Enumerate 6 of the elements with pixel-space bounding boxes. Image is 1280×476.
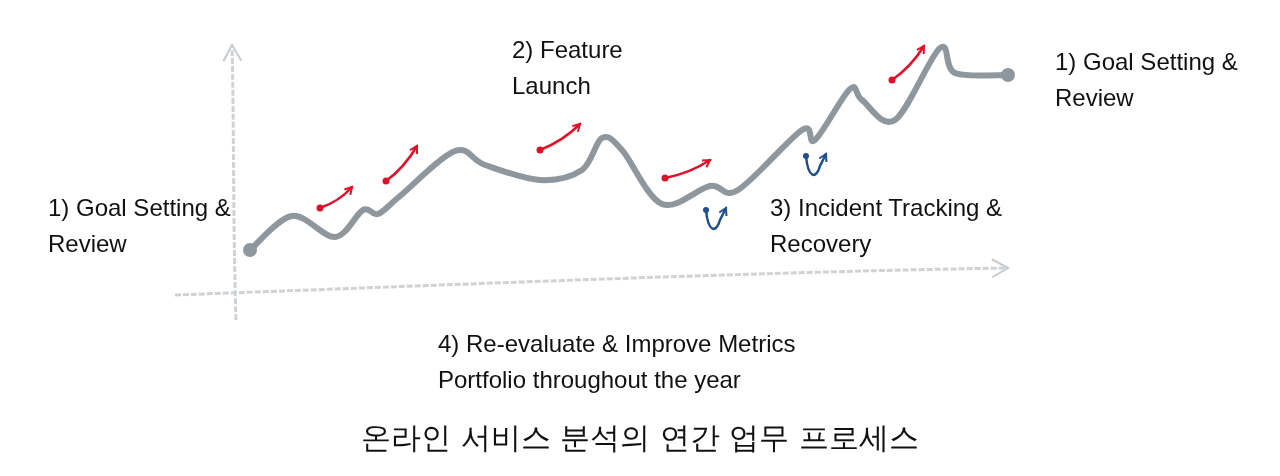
step-label: 1) Goal Setting & Review bbox=[1055, 47, 1239, 113]
step-label: 4) Re-evaluate & Improve Metrics Portfolio throughout the year bbox=[438, 329, 797, 395]
step-label: 2) Feature Launch bbox=[512, 35, 624, 101]
caption: 온라인 서비스 분석의 연간 업무 프로세스 bbox=[361, 419, 919, 457]
step-label: 3) Incident Tracking & Recovery bbox=[770, 193, 1004, 259]
step-label: 1) Goal Setting & Review bbox=[48, 193, 232, 259]
